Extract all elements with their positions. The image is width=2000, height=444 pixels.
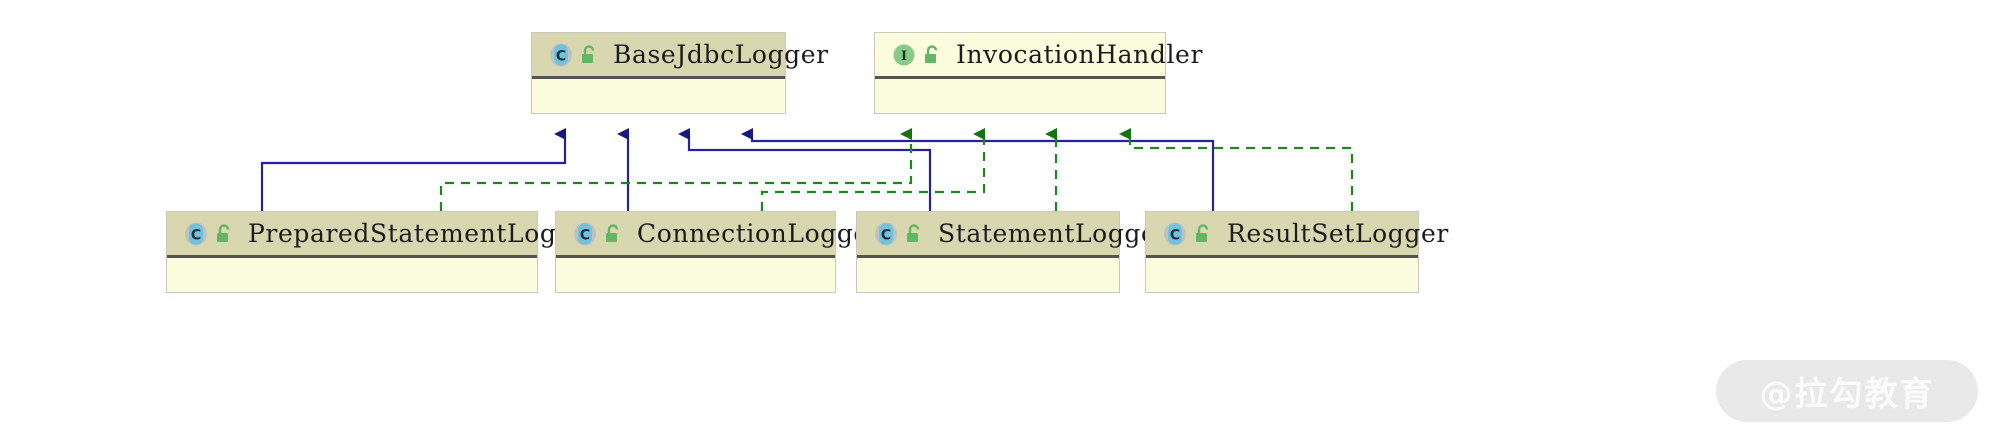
edge-implements-preparedstatementlogger: [439, 128, 913, 211]
unlock-icon: [579, 44, 599, 66]
unlock-icon: [214, 223, 234, 245]
interface-node-invocationhandler[interactable]: I InvocationHandler: [874, 32, 1202, 114]
class-node-title: BaseJdbcLogger: [613, 40, 829, 69]
svg-text:C: C: [556, 48, 566, 64]
class-node-title: PreparedStatementLogger: [248, 219, 601, 248]
interface-node-title: InvocationHandler: [956, 40, 1204, 69]
svg-text:C: C: [580, 227, 590, 243]
edge-extends-resultsetlogger: [741, 128, 1215, 211]
class-node-title: ResultSetLogger: [1227, 219, 1449, 248]
class-node-header: C PreparedStatementLogger: [167, 212, 600, 258]
class-node-header: C BaseJdbcLogger: [532, 33, 828, 79]
class-node-members: [1146, 258, 1418, 292]
watermark-text: @拉勾教育: [1759, 374, 1935, 413]
interface-node-members: [875, 79, 1165, 113]
class-node-connectionlogger[interactable]: C ConnectionLogger: [555, 211, 881, 293]
class-node-basejdbclogger[interactable]: C BaseJdbcLogger: [531, 32, 828, 114]
edge-extends-statementlogger: [678, 128, 932, 211]
class-icon: C: [1162, 221, 1188, 247]
unlock-icon: [603, 223, 623, 245]
class-node-members: [532, 79, 785, 113]
class-node-header: C ConnectionLogger: [556, 212, 881, 258]
edge-implements-connectionlogger: [760, 128, 986, 211]
class-icon: C: [548, 42, 574, 68]
class-node-title: StatementLogger: [938, 219, 1169, 248]
class-icon: C: [572, 221, 598, 247]
class-node-members: [556, 258, 835, 292]
svg-text:I: I: [901, 49, 907, 64]
class-node-header: C ResultSetLogger: [1146, 212, 1448, 258]
unlock-icon: [1193, 223, 1213, 245]
class-icon: C: [183, 221, 209, 247]
svg-text:C: C: [191, 227, 201, 243]
interface-icon: I: [891, 42, 917, 68]
class-node-members: [857, 258, 1119, 292]
svg-text:C: C: [1170, 227, 1180, 243]
unlock-icon: [904, 223, 924, 245]
unlock-icon: [922, 44, 942, 66]
class-icon: C: [873, 221, 899, 247]
edge-implements-resultsetlogger: [1119, 128, 1354, 211]
class-node-statementlogger[interactable]: C StatementLogger: [856, 211, 1168, 293]
class-node-members: [167, 258, 537, 292]
class-node-resultsetlogger[interactable]: C ResultSetLogger: [1145, 211, 1448, 293]
class-node-header: C StatementLogger: [857, 212, 1168, 258]
class-node-preparedstatementlogger[interactable]: C PreparedStatementLogger: [166, 211, 600, 293]
watermark-badge: @拉勾教育: [1716, 360, 1978, 422]
edge-extends-preparedstatementlogger: [260, 128, 567, 211]
interface-node-header: I InvocationHandler: [875, 33, 1202, 79]
class-node-title: ConnectionLogger: [637, 219, 882, 248]
svg-text:C: C: [881, 227, 891, 243]
